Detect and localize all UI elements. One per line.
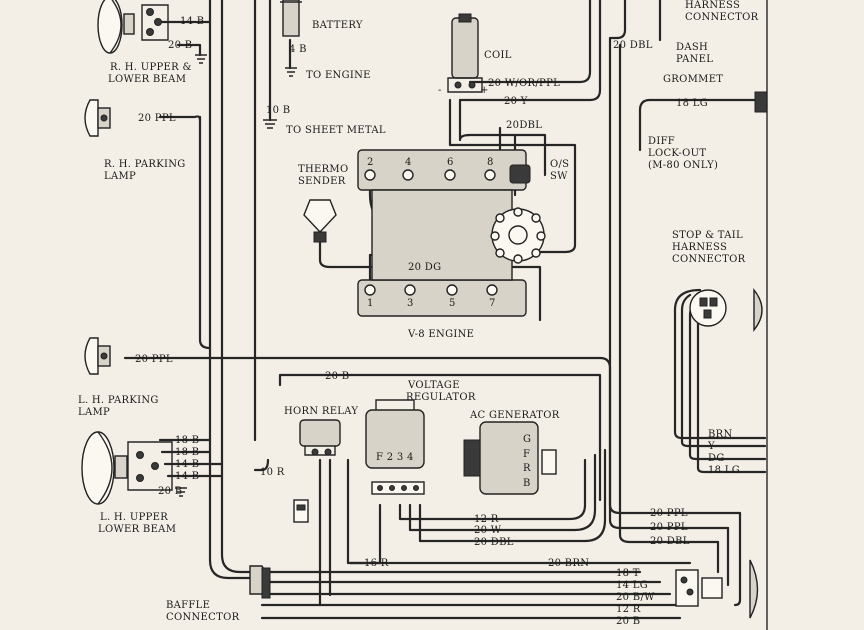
baffle-connector [249, 565, 271, 599]
ground-symbols [175, 54, 297, 497]
terminal-label: 4 [405, 157, 412, 168]
voltage-regulator [365, 399, 425, 495]
grommet-label: GROMMET [663, 74, 723, 85]
wire-label: 18 B [175, 447, 199, 458]
wire-label: 18 LG [676, 98, 708, 109]
wire-label: 20 PPL [138, 113, 176, 124]
coil-label: COIL [484, 50, 512, 61]
battery-label: BATTERY [312, 20, 363, 31]
terminal-label: 1 [367, 298, 374, 309]
small-plug [293, 499, 309, 523]
wire-label: 18 T [616, 568, 640, 579]
wire-label: DG [708, 453, 725, 464]
battery [280, 0, 302, 37]
to-sheet-metal-label: TO SHEET METAL [286, 125, 386, 136]
lh-headlamp [81, 431, 173, 505]
rh-beam-label: R. H. UPPER &LOWER BEAM [108, 62, 192, 85]
wire-label: 10 R [260, 467, 285, 478]
rh-headlamp [97, 0, 169, 54]
ac-generator-label: AC GENERATOR [469, 410, 560, 421]
v8-engine [357, 149, 546, 317]
wire-label: 20 PPL [650, 508, 688, 519]
thermo-sender [303, 199, 337, 243]
v8-engine-label: V-8 ENGINE [407, 329, 474, 340]
terminal-label: 7 [489, 298, 496, 309]
wire-label: 20 B [168, 40, 192, 51]
rh-parking-lamp [84, 99, 111, 137]
terminal-label: B [523, 478, 531, 489]
wire-label: 20 W/OR/PPL [488, 78, 560, 89]
wire-label: 20 BRN [548, 558, 589, 569]
wire-label: 20 B [616, 616, 640, 627]
bulkhead-connector [675, 559, 759, 619]
wire-label: 20 B/W [616, 592, 655, 603]
wire-label: 20 W [474, 525, 502, 536]
terminal-label: F 2 3 4 [376, 452, 414, 463]
terminal-label: 2 [367, 157, 374, 168]
wire-labels: 14 B 20 B 4 B 10 B 20 PPL 20 DBL 18 LG 2… [135, 16, 740, 627]
wire-label: 20 PPL [650, 522, 688, 533]
terminal-labels: G F R B F 2 3 4 2 4 6 8 1 3 5 7 + - [367, 85, 531, 489]
lh-parking-lamp [84, 337, 111, 375]
horn-relay-label: HORN RELAY [284, 406, 358, 417]
terminal-label: 3 [407, 298, 414, 309]
wire-label: Y [707, 441, 715, 452]
wire-label: 20 Y [504, 96, 528, 107]
harness-wires [123, 0, 767, 620]
terminal-label: F [523, 449, 530, 460]
wire-label: 16 R [364, 558, 389, 569]
stop-tail-connector [689, 288, 763, 332]
wire-label: 10 B [266, 105, 290, 116]
wire-label: 14 LG [616, 580, 648, 591]
terminal-label: - [438, 85, 442, 96]
wire-label: 18 B [175, 435, 199, 446]
ac-generator [463, 421, 557, 495]
wire-label: 12 R [474, 514, 499, 525]
wire-label: 14 B [175, 459, 199, 470]
wire-label: 20 B [158, 486, 182, 497]
wire-label: 20DBL [506, 120, 542, 131]
wire-label: BRN [708, 429, 733, 440]
wire-label: 20 DBL [613, 40, 653, 51]
wire-label: 14 B [175, 471, 199, 482]
wire-label: 20 DBL [474, 537, 514, 548]
ignition-coil [447, 13, 483, 93]
wire-label: 20 DBL [650, 536, 690, 547]
wire-label: 20 B [325, 371, 349, 382]
dash-grommet [754, 0, 768, 630]
wire-label: 18 LG [708, 465, 740, 476]
terminal-label: 8 [487, 157, 494, 168]
horn-relay [299, 419, 341, 456]
wire-label: 20 DG [408, 262, 441, 273]
wire-label: 4 B [289, 44, 307, 55]
wire-label: 12 R [616, 604, 641, 615]
wire-label: 14 B [180, 16, 204, 27]
terminal-label: R [523, 463, 531, 474]
wire-label: 20 PPL [135, 354, 173, 365]
terminal-label: G [523, 434, 531, 445]
terminal-label: + [480, 85, 489, 96]
to-engine-label: TO ENGINE [306, 70, 371, 81]
terminal-label: 6 [447, 157, 454, 168]
terminal-label: 5 [449, 298, 456, 309]
